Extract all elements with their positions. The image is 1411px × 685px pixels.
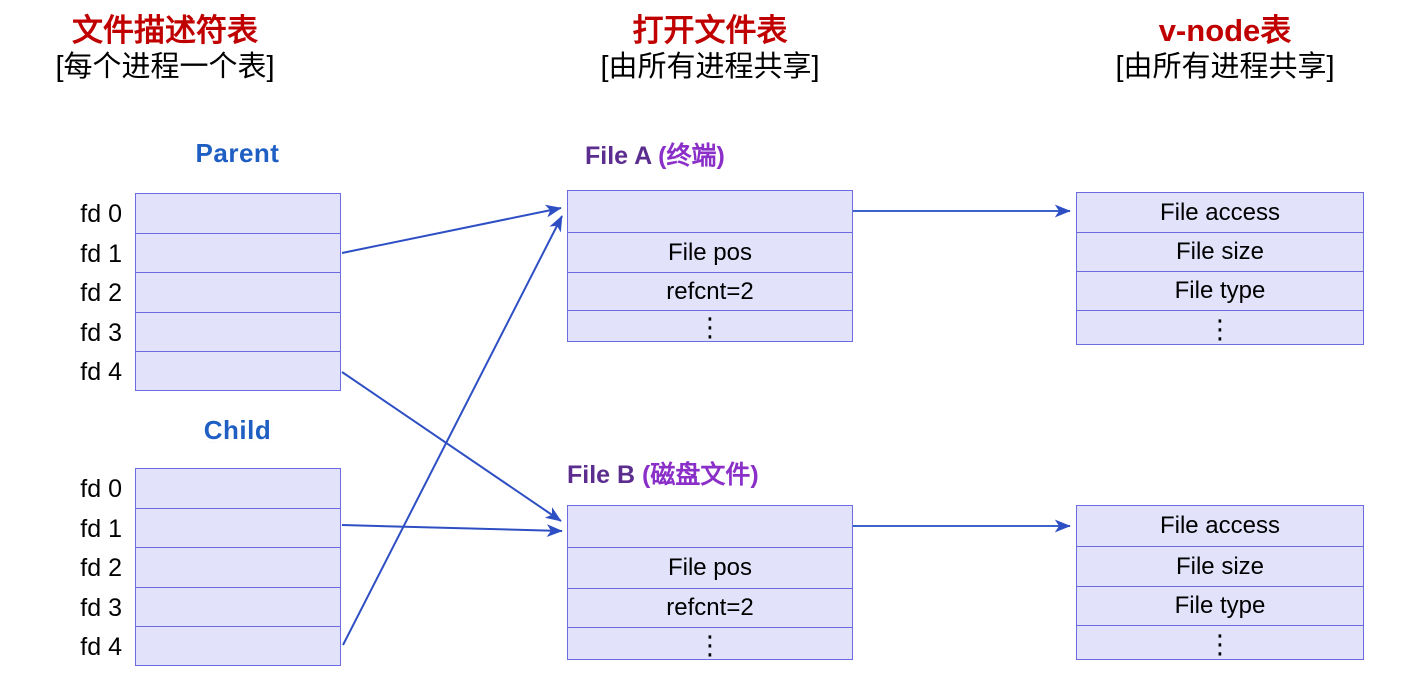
column-subtitle: [由所有进程共享] bbox=[1115, 50, 1335, 83]
vnode-table-a[interactable]: File access File size File type ⋮ bbox=[1076, 192, 1364, 345]
arrow-parent-fd4-to-file-b bbox=[341, 371, 562, 522]
vnode-b-file-type[interactable]: File type bbox=[1077, 587, 1363, 626]
open-file-heading-a: File A (终端) bbox=[585, 136, 725, 172]
fd-slot-parent-0[interactable] bbox=[136, 194, 340, 234]
fd-table-parent[interactable] bbox=[135, 193, 341, 391]
column-title: v-node表 bbox=[1158, 13, 1292, 48]
column-title: 打开文件表 bbox=[632, 13, 788, 48]
vnode-a-file-size[interactable]: File size bbox=[1077, 233, 1363, 272]
vnode-table-b[interactable]: File access File size File type ⋮ bbox=[1076, 505, 1364, 660]
arrow-parent-fd1-to-file-a bbox=[341, 204, 562, 254]
fd-slot-child-2[interactable] bbox=[136, 548, 340, 588]
vnode-b-file-access[interactable]: File access bbox=[1077, 506, 1363, 547]
open-file-name-b: File B bbox=[567, 461, 636, 489]
fd-slot-child-4[interactable] bbox=[136, 627, 340, 667]
column-subtitle: [由所有进程共享] bbox=[600, 50, 820, 83]
open-file-b-ellipsis: ⋮ bbox=[697, 629, 723, 660]
fd-label-child-2: fd 2 bbox=[80, 554, 122, 582]
fd-slot-parent-1[interactable] bbox=[136, 234, 340, 274]
fd-slot-parent-2[interactable] bbox=[136, 273, 340, 313]
fd-label-parent-4: fd 4 bbox=[80, 358, 122, 386]
open-file-a-ellipsis: ⋮ bbox=[697, 312, 723, 342]
fd-label-child-3: fd 3 bbox=[80, 594, 122, 622]
fd-label-parent-2: fd 2 bbox=[80, 279, 122, 307]
vnode-b-file-size[interactable]: File size bbox=[1077, 547, 1363, 587]
column-title: 文件描述符表 bbox=[72, 13, 258, 48]
open-file-a-file-pos[interactable]: File pos bbox=[568, 233, 852, 273]
fd-label-parent-1: fd 1 bbox=[80, 240, 122, 268]
arrow-child-fd4-to-file-a bbox=[342, 215, 563, 646]
process-label-parent: Parent bbox=[195, 138, 280, 168]
fd-slot-child-1[interactable] bbox=[136, 509, 340, 549]
vnode-a-ellipsis: ⋮ bbox=[1207, 313, 1233, 344]
column-heading-open-file-table: 打开文件表 [由所有进程共享] bbox=[545, 13, 875, 83]
process-label-child: Child bbox=[203, 415, 272, 445]
vnode-a-file-type[interactable]: File type bbox=[1077, 272, 1363, 311]
fd-slot-parent-4[interactable] bbox=[136, 352, 340, 392]
fd-label-parent-0: fd 0 bbox=[80, 200, 122, 228]
fd-label-child-0: fd 0 bbox=[80, 475, 122, 503]
open-file-name-a: File A bbox=[585, 142, 652, 170]
open-file-a-row-handle[interactable] bbox=[568, 191, 852, 233]
fd-slot-child-0[interactable] bbox=[136, 469, 340, 509]
fd-label-parent-3: fd 3 bbox=[80, 319, 122, 347]
fd-label-child-4: fd 4 bbox=[80, 633, 122, 661]
vnode-a-file-access[interactable]: File access bbox=[1077, 193, 1363, 233]
open-file-table-b[interactable]: File pos refcnt=2 ⋮ bbox=[567, 505, 853, 660]
fd-label-child-1: fd 1 bbox=[80, 515, 122, 543]
open-file-kind-a: (终端) bbox=[658, 142, 725, 170]
open-file-kind-b: (磁盘文件) bbox=[642, 461, 759, 489]
open-file-b-refcnt[interactable]: refcnt=2 bbox=[568, 589, 852, 628]
column-heading-fd-table: 文件描述符表 [每个进程一个表] bbox=[0, 13, 330, 83]
open-file-a-refcnt[interactable]: refcnt=2 bbox=[568, 273, 852, 311]
column-subtitle: [每个进程一个表] bbox=[55, 50, 275, 83]
open-file-table-a[interactable]: File pos refcnt=2 ⋮ bbox=[567, 190, 853, 342]
arrow-child-fd1-to-file-b bbox=[341, 524, 563, 537]
column-heading-vnode-table: v-node表 [由所有进程共享] bbox=[1060, 13, 1390, 83]
fd-table-child[interactable] bbox=[135, 468, 341, 666]
open-file-b-file-pos[interactable]: File pos bbox=[568, 548, 852, 589]
open-file-b-row-handle[interactable] bbox=[568, 506, 852, 548]
fd-slot-parent-3[interactable] bbox=[136, 313, 340, 353]
fd-slot-child-3[interactable] bbox=[136, 588, 340, 628]
vnode-b-ellipsis: ⋮ bbox=[1207, 628, 1233, 659]
open-file-heading-b: File B (磁盘文件) bbox=[567, 455, 759, 491]
